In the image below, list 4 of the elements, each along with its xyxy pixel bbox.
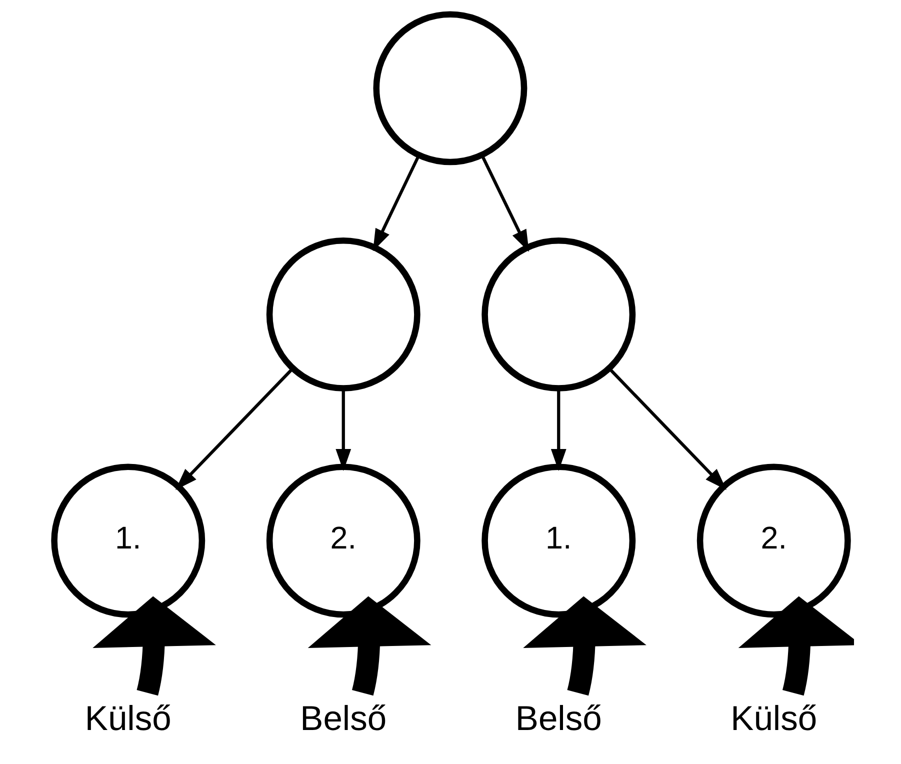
node-text: Belső xyxy=(514,700,602,738)
node-text: Külső xyxy=(730,700,817,738)
node-text: Külső xyxy=(84,700,171,738)
node-text: Belső xyxy=(300,700,386,738)
